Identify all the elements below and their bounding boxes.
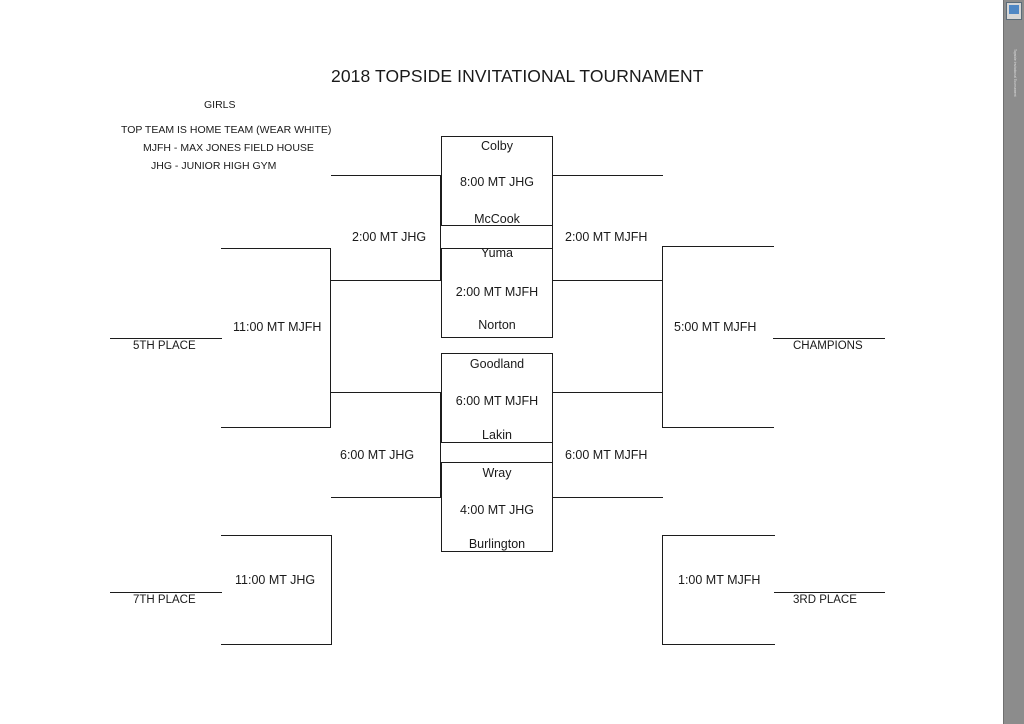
consolation-semifinal-upper-bracket[interactable] [331, 175, 441, 281]
game-3-away-team: Lakin [482, 428, 512, 442]
division-label: GIRLS [204, 99, 236, 111]
seventh-place-line [110, 592, 222, 593]
game-4-away-team: Burlington [468, 537, 526, 551]
thumbnail-preview [1009, 5, 1019, 14]
winners-semifinal-upper-bracket[interactable] [552, 175, 663, 281]
game-1-away-team: McCook [474, 212, 520, 226]
third-place-bracket[interactable] [662, 535, 775, 645]
third-place-line [774, 592, 885, 593]
game-2-home-team: Yuma [481, 246, 513, 260]
note-mjfh-legend: MJFH - MAX JONES FIELD HOUSE [143, 142, 314, 154]
game-2-time: 2:00 MT MJFH [455, 285, 539, 299]
note-jhg-legend: JHG - JUNIOR HIGH GYM [151, 160, 277, 172]
page-title: 2018 TOPSIDE INVITATIONAL TOURNAMENT [331, 66, 704, 86]
fifth-place-time: 11:00 MT MJFH [233, 320, 322, 334]
game-1-home-team: Colby [481, 139, 513, 153]
game-1-time: 8:00 MT JHG [459, 175, 535, 189]
game-2-away-team: Norton [478, 318, 516, 332]
championship-time: 5:00 MT MJFH [674, 320, 757, 334]
champions-label: CHAMPIONS [793, 340, 863, 352]
third-place-label: 3RD PLACE [793, 594, 857, 606]
winners-semifinal-lower-bracket[interactable] [552, 392, 663, 498]
consolation-semifinal-lower-time: 6:00 MT JHG [340, 448, 415, 462]
seventh-place-bracket[interactable] [221, 535, 332, 645]
consolation-semifinal-upper-time: 2:00 MT JHG [352, 230, 427, 244]
fifth-place-bracket[interactable] [221, 248, 331, 428]
fifth-place-line [110, 338, 222, 339]
note-home-team: TOP TEAM IS HOME TEAM (WEAR WHITE) [121, 124, 332, 136]
championship-bracket[interactable] [662, 246, 774, 428]
seventh-place-label: 7TH PLACE [133, 594, 196, 606]
game-3-home-team: Goodland [469, 357, 525, 371]
game-box-2[interactable] [441, 248, 553, 338]
game-box-4[interactable] [441, 462, 553, 552]
third-place-time: 1:00 MT MJFH [678, 573, 761, 587]
winners-semifinal-lower-time: 6:00 MT MJFH [565, 448, 648, 462]
document-thumbnail-icon[interactable] [1006, 2, 1022, 20]
fifth-place-label: 5TH PLACE [133, 340, 196, 352]
consolation-semifinal-lower-bracket[interactable] [331, 392, 441, 498]
seventh-place-time: 11:00 MT JHG [235, 573, 316, 587]
side-panel-vertical-text: Topside Invitational Tournament [1013, 49, 1017, 97]
game-4-time: 4:00 MT JHG [459, 503, 535, 517]
document-side-panel[interactable]: Topside Invitational Tournament [1003, 0, 1024, 724]
game-4-home-team: Wray [482, 466, 512, 480]
winners-semifinal-upper-time: 2:00 MT MJFH [565, 230, 648, 244]
game-3-time: 6:00 MT MJFH [455, 394, 539, 408]
champions-line [773, 338, 885, 339]
